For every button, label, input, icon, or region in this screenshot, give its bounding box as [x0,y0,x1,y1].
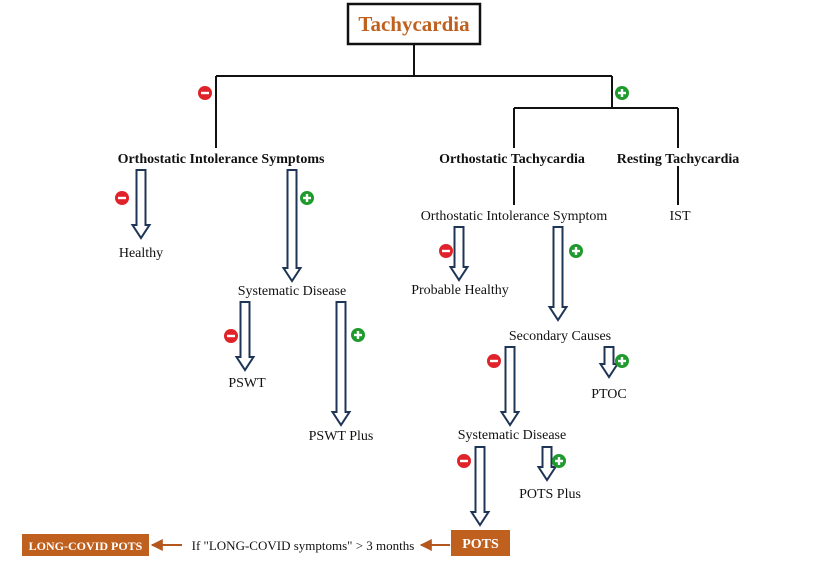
arrow-to-pots-plus [536,446,558,482]
arrow-to-pswt [234,301,256,372]
long-covid-pots-label: LONG-COVID POTS [29,539,143,553]
arrow-to-pots [469,446,491,527]
title-text: Tachycardia [358,12,470,36]
long-covid-condition: If "LONG-COVID symptoms" > 3 months [192,538,415,553]
arrow-to-systematic-disease-right [499,346,521,427]
negative-minus-icon-5 [487,354,501,368]
node-resting-tachycardia: Resting Tachycardia [617,152,740,167]
positive-plus-icon-5 [615,354,629,368]
node-ptoc: PTOC [591,387,627,402]
node-probable-healthy: Probable Healthy [411,283,509,298]
node-systematic-disease-left: Systematic Disease [238,284,346,299]
arrow-to-ptoc [598,346,620,379]
pots-label: POTS [462,537,499,552]
node-secondary-causes: Secondary Causes [509,329,611,344]
negative-minus-icon-6 [457,454,471,468]
block-arrows [130,169,620,527]
tree-connectors [215,44,679,205]
arrow-to-pswt-plus [330,301,352,427]
node-pswt: PSWT [228,376,266,391]
positive-plus-icon-6 [552,454,566,468]
arrow-to-healthy [130,169,152,240]
arrow-to-probable-healthy [448,226,470,282]
node-orthostatic-intolerance-symptoms: Orthostatic Intolerance Symptoms [118,152,325,167]
node-systematic-disease-right: Systematic Disease [458,428,566,443]
long-covid-pots-box [22,534,149,556]
pots-box [451,530,510,556]
arrow-to-secondary-causes [547,226,569,322]
positive-plus-icon-4 [569,244,583,258]
node-pots-plus: POTS Plus [519,487,581,502]
badges [115,86,629,468]
node-ist: IST [670,209,691,224]
node-pswt-plus: PSWT Plus [309,429,374,444]
negative-minus-icon-2 [115,191,129,205]
positive-plus-icon-3 [351,328,365,342]
negative-minus-icon-3 [224,329,238,343]
arrow-to-systematic-disease-left [281,169,303,283]
node-orthostatic-intolerance-symptom: Orthostatic Intolerance Symptom [421,209,608,224]
node-orthostatic-tachycardia: Orthostatic Tachycardia [439,152,585,167]
positive-plus-icon-2 [300,191,314,205]
positive-plus-icon-1 [615,86,629,100]
negative-minus-icon-1 [198,86,212,100]
node-healthy: Healthy [119,246,163,261]
negative-minus-icon-4 [439,244,453,258]
